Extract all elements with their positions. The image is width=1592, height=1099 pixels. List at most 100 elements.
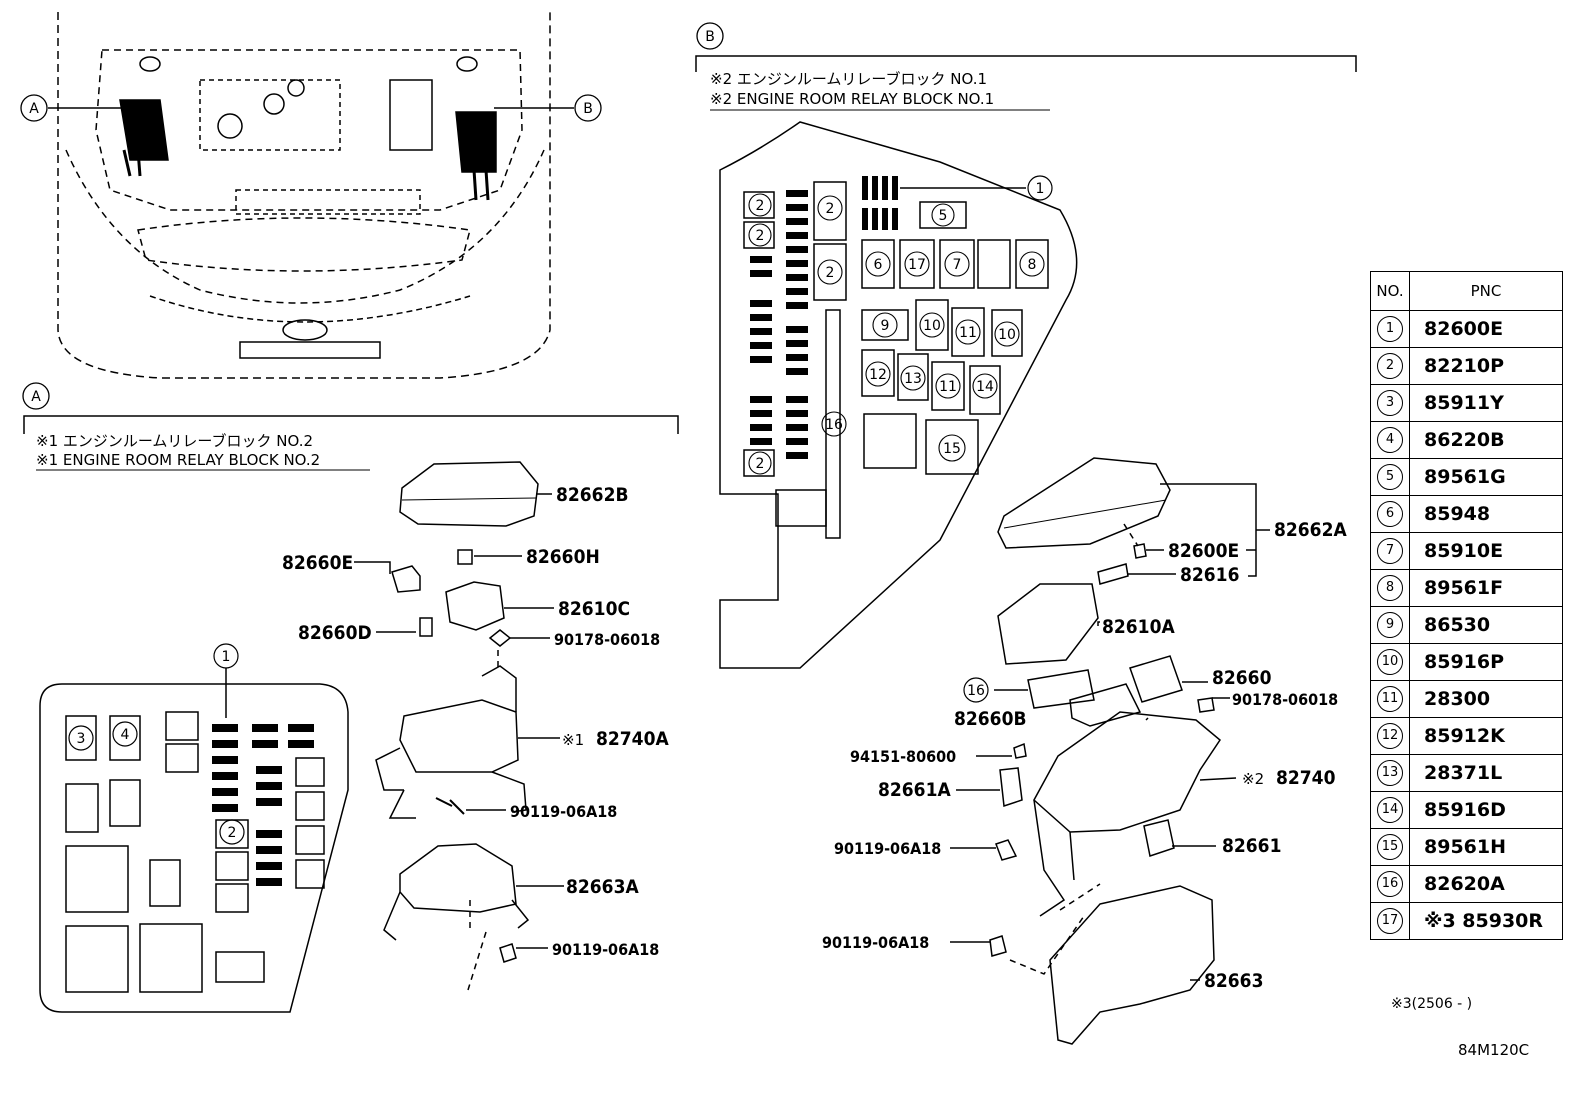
row-number-cell: 10 (1370, 643, 1410, 681)
b-part-marker-16: 16 (967, 683, 985, 699)
b-part-82661A: 82661A (878, 779, 951, 801)
a-part-90178-06018: 90178-06018 (554, 630, 660, 649)
table-header-row: NO. PNC (1370, 271, 1563, 311)
a-part-82740A: 82740A (596, 728, 669, 750)
a-part-90119-06A18-upper: 90119-06A18 (510, 802, 617, 821)
row-number-cell: 1 (1370, 310, 1410, 348)
b-marker-9: 9 (881, 318, 890, 334)
row-pnc-cell: 89561F (1409, 569, 1563, 607)
row-number-circle: 15 (1377, 834, 1403, 860)
b-marker-6: 6 (874, 257, 883, 273)
row-number-cell: 16 (1370, 865, 1410, 903)
row-pnc-cell: 85910E (1409, 532, 1563, 570)
b-marker-8: 8 (1028, 257, 1037, 273)
drawing-code: 84M120C (1458, 1041, 1530, 1059)
a-part-82660D: 82660D (298, 622, 372, 644)
b-marker-16: 16 (825, 417, 843, 433)
callout-a: A (29, 101, 39, 117)
b-marker-15: 15 (943, 441, 961, 457)
row-number-circle: 5 (1377, 464, 1403, 490)
b-marker-11a: 11 (959, 325, 977, 341)
row-number-cell: 7 (1370, 532, 1410, 570)
b-marker-14: 14 (976, 379, 994, 395)
a-marker-4: 4 (121, 727, 130, 743)
row-pnc-cell: 85916D (1409, 791, 1563, 829)
row-pnc-cell: 82620A (1409, 865, 1563, 903)
b-part-82616: 82616 (1180, 564, 1239, 586)
row-number-cell: 12 (1370, 717, 1410, 755)
a-part-82663A: 82663A (566, 876, 639, 898)
row-number-cell: 4 (1370, 421, 1410, 459)
row-number-circle: 17 (1377, 908, 1403, 934)
b-part-90119-06A18-lower: 90119-06A18 (822, 933, 929, 952)
row-pnc-cell: 86530 (1409, 606, 1563, 644)
col-no-header: NO. (1370, 271, 1410, 311)
row-number-cell: 17 (1370, 902, 1410, 940)
a-part-82610C: 82610C (558, 598, 630, 620)
b-part-94151-80600: 94151-80600 (850, 747, 956, 766)
b-part-82660: 82660 (1212, 667, 1272, 689)
row-number-circle: 4 (1377, 427, 1403, 453)
row-pnc-cell: 28371L (1409, 754, 1563, 792)
row-number-circle: 1 (1377, 316, 1403, 342)
a-marker-2: 2 (228, 825, 237, 841)
row-pnc-cell: ※3 85930R (1409, 902, 1563, 940)
row-number-cell: 9 (1370, 606, 1410, 644)
car-overview: A B (20, 12, 602, 379)
section-b: B ※2 エンジンルームリレーブロック NO.1 ※2 ENGINE ROOM … (695, 22, 1357, 1045)
row-pnc-cell: 85912K (1409, 717, 1563, 755)
b-part-90119-06A18-upper: 90119-06A18 (834, 839, 941, 858)
row-number-circle: 11 (1377, 686, 1403, 712)
b-part-82662A: 82662A (1274, 519, 1347, 541)
row-number-cell: 2 (1370, 347, 1410, 385)
b-marker-7: 7 (953, 257, 962, 273)
b-part-82740: 82740 (1276, 767, 1336, 789)
row-number-circle: 7 (1377, 538, 1403, 564)
row-number-circle: 13 (1377, 760, 1403, 786)
section-b-note-ja: ※2 エンジンルームリレーブロック NO.1 (710, 70, 987, 88)
section-a-note-en: ※1 ENGINE ROOM RELAY BLOCK NO.2 (36, 451, 320, 469)
row-number-cell: 14 (1370, 791, 1410, 829)
b-marker-10b: 10 (998, 327, 1016, 343)
b-part-82610A: 82610A (1102, 616, 1175, 638)
b-marker-11b: 11 (939, 379, 957, 395)
b-part-90178-06018: 90178-06018 (1232, 690, 1338, 709)
row-pnc-cell: 82210P (1409, 347, 1563, 385)
row-pnc-cell: 28300 (1409, 680, 1563, 718)
row-pnc-cell: 85911Y (1409, 384, 1563, 422)
b-marker-2a: 2 (756, 198, 765, 214)
b-part-ref-2: ※2 (1242, 770, 1264, 788)
table-row: 17※3 85930R (1370, 902, 1563, 940)
b-part-82661: 82661 (1222, 835, 1281, 857)
row-number-cell: 11 (1370, 680, 1410, 718)
row-number-circle: 6 (1377, 501, 1403, 527)
row-number-circle: 10 (1377, 649, 1403, 675)
row-number-circle: 12 (1377, 723, 1403, 749)
row-number-cell: 6 (1370, 495, 1410, 533)
a-part-82662B: 82662B (556, 484, 629, 506)
row-number-circle: 2 (1377, 353, 1403, 379)
row-number-circle: 9 (1377, 612, 1403, 638)
row-number-circle: 16 (1377, 871, 1403, 897)
a-marker-3: 3 (77, 731, 86, 747)
b-marker-5: 5 (939, 208, 948, 224)
b-marker-2e: 2 (756, 456, 765, 472)
row-pnc-cell: 86220B (1409, 421, 1563, 459)
b-marker-1: 1 (1036, 181, 1045, 197)
a-part-82660E: 82660E (282, 552, 353, 574)
row-pnc-cell: 89561H (1409, 828, 1563, 866)
b-marker-2d: 2 (826, 265, 835, 281)
